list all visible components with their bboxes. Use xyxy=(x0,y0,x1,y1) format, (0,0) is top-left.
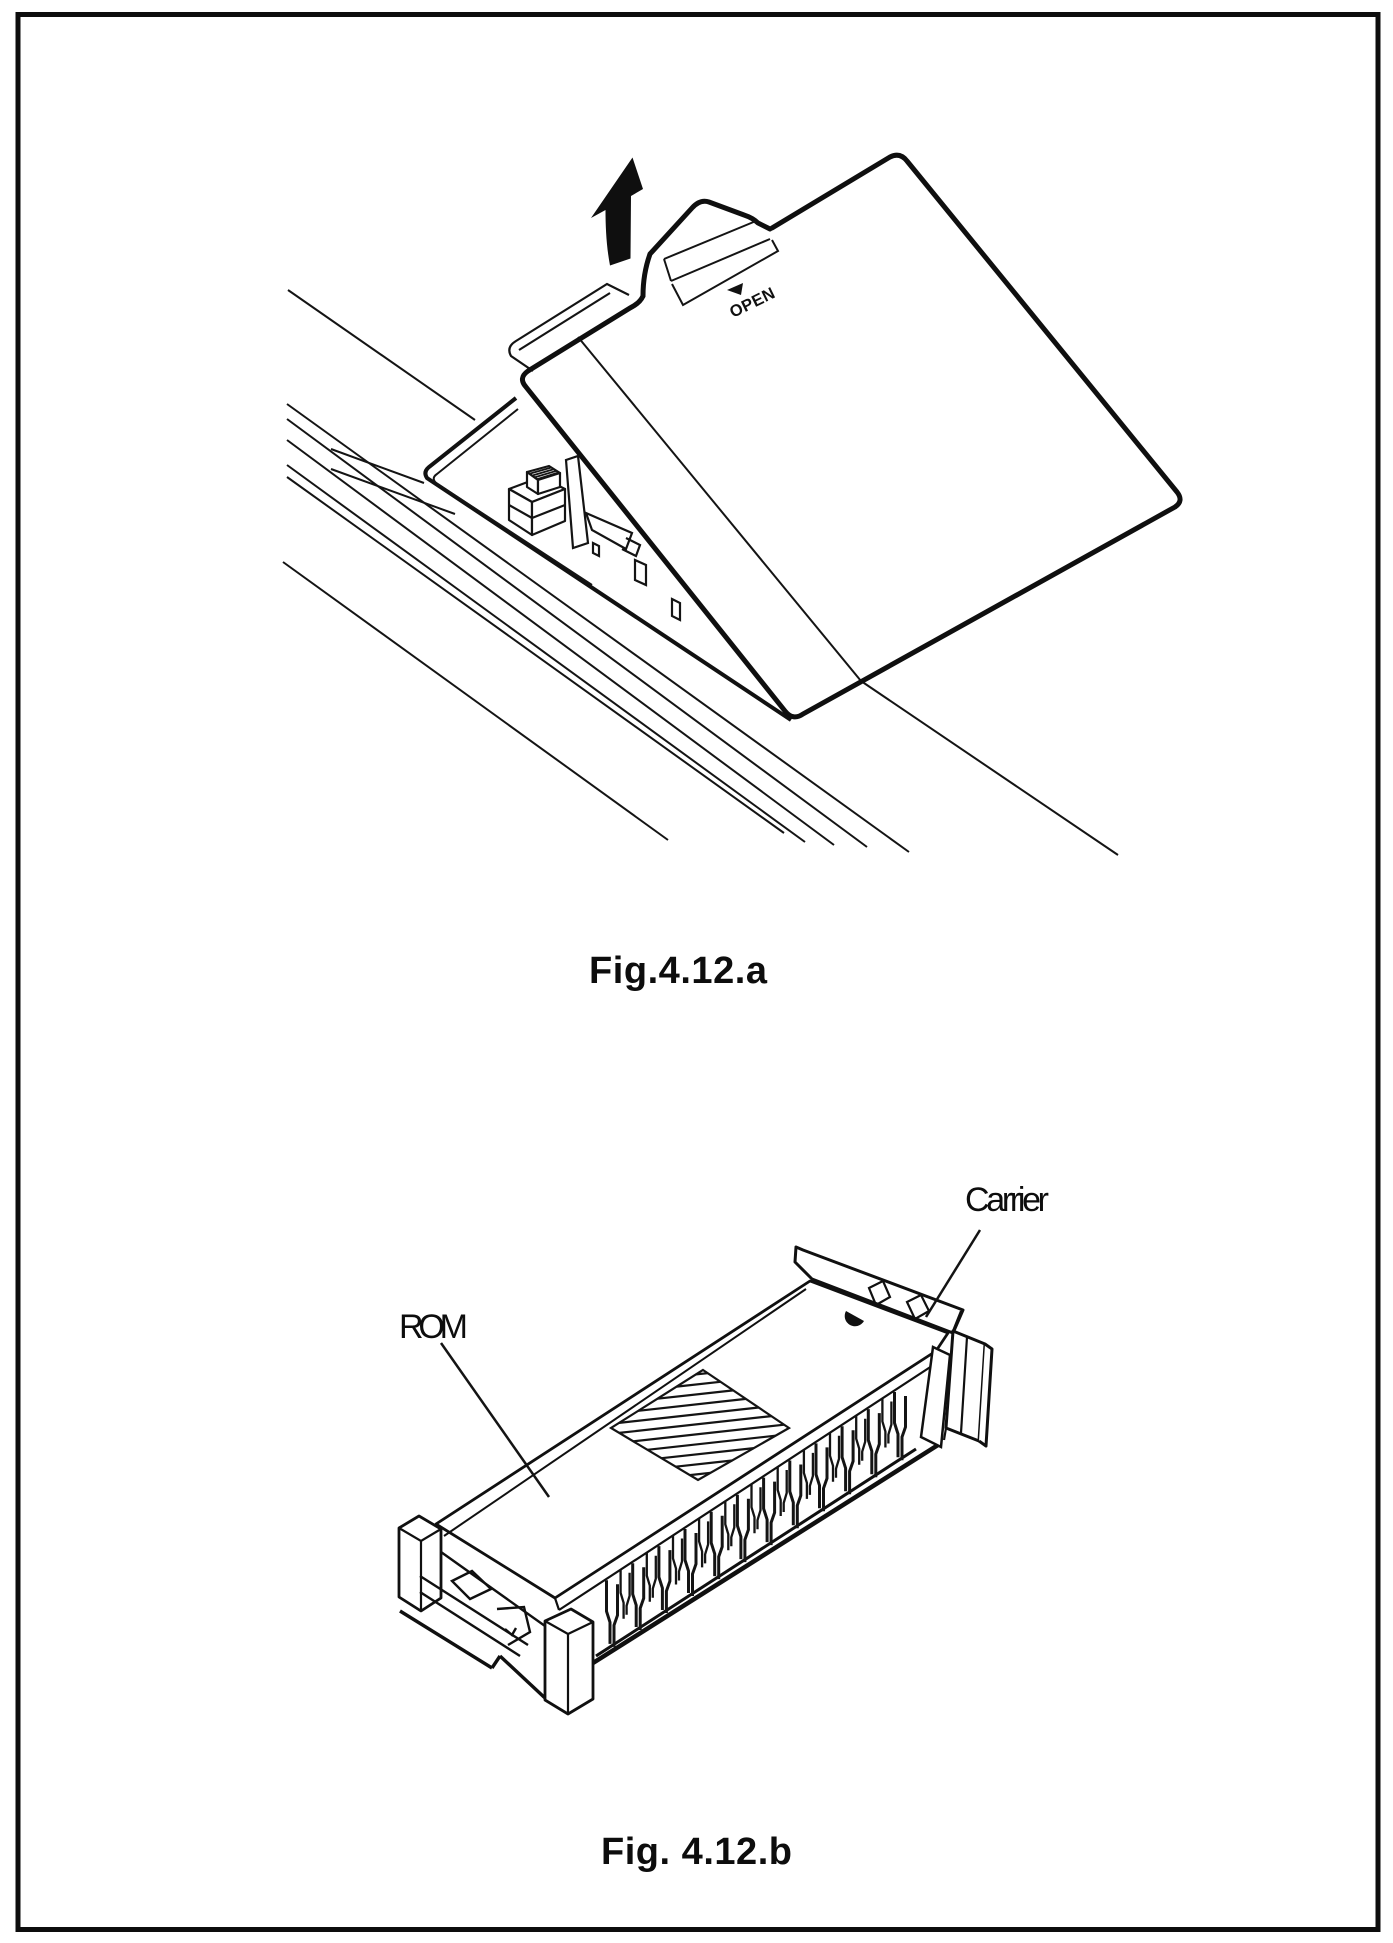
svg-text:Carrier: Carrier xyxy=(965,1181,1049,1219)
svg-text:Fig.4.12.a: Fig.4.12.a xyxy=(589,950,768,992)
svg-text:ROM: ROM xyxy=(399,1308,468,1346)
svg-text:Fig. 4.12.b: Fig. 4.12.b xyxy=(601,1831,792,1873)
